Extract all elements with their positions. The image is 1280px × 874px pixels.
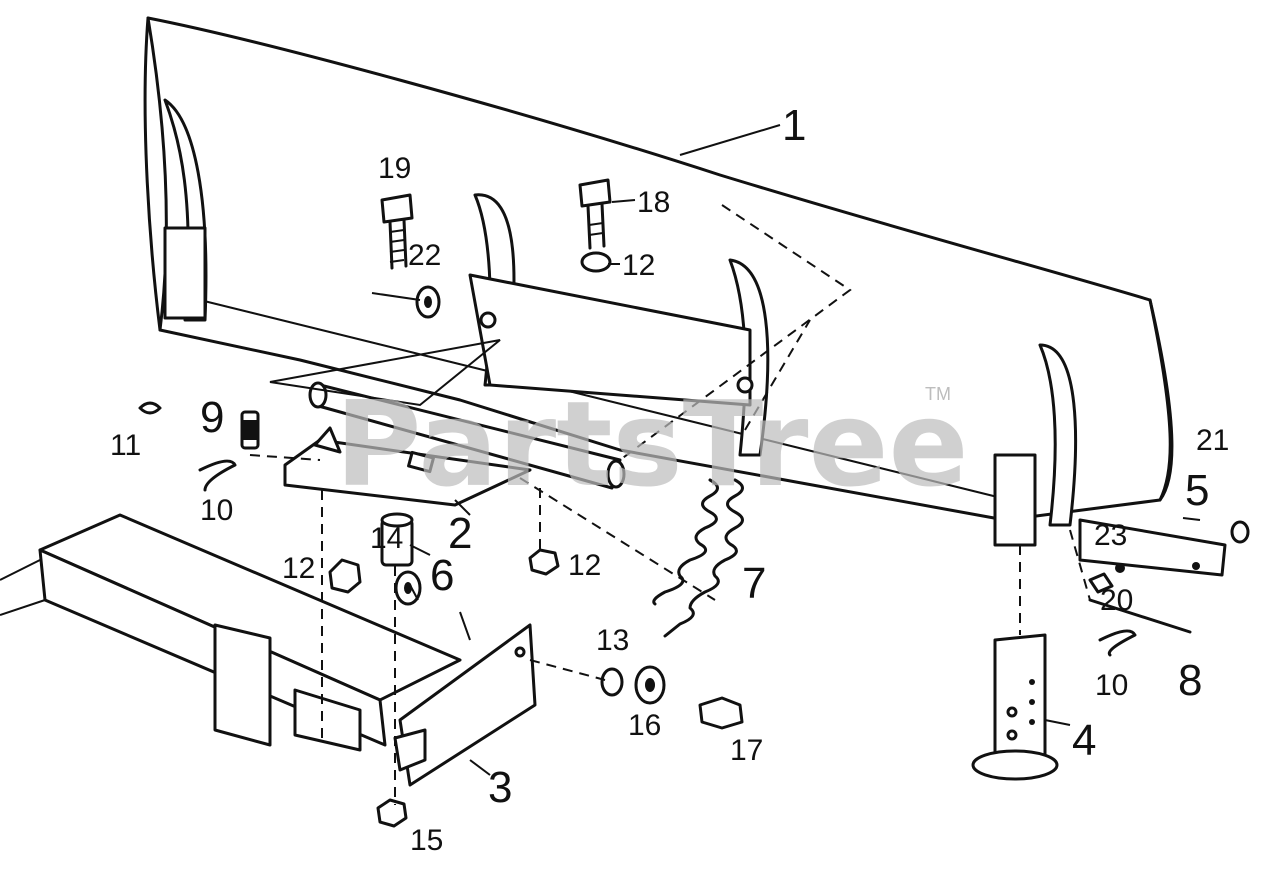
label-part-12a: 12: [622, 249, 655, 282]
label-part-10a: 10: [200, 494, 233, 527]
leader-lines: [249, 124, 1201, 805]
watermark-trademark: TM: [925, 384, 951, 404]
label-part-21: 21: [1196, 424, 1229, 457]
label-part-5: 5: [1185, 466, 1209, 515]
label-part-9: 9: [200, 393, 224, 442]
label-part-17: 17: [730, 734, 763, 767]
label-part-2: 2: [448, 509, 472, 558]
label-part-18: 18: [637, 186, 670, 219]
label-part-4: 4: [1072, 716, 1096, 765]
label-part-3: 3: [488, 763, 512, 812]
label-part-10b: 10: [1095, 669, 1128, 702]
label-part-16: 16: [628, 709, 661, 742]
label-part-20: 20: [1100, 584, 1133, 617]
label-part-12c: 12: [568, 549, 601, 582]
label-part-15: 15: [410, 824, 443, 857]
mount-frame: [0, 513, 537, 787]
label-part-19: 19: [378, 152, 411, 185]
label-part-12b: 12: [282, 552, 315, 585]
label-part-11: 11: [110, 429, 141, 462]
hardware: [138, 178, 1250, 828]
label-part-22: 22: [408, 239, 441, 272]
pivot-frame: [269, 339, 626, 507]
watermark: PartsTree TM: [335, 375, 969, 513]
label-part-6: 6: [430, 551, 454, 600]
label-part-7: 7: [742, 559, 766, 608]
label-part-13: 13: [596, 624, 629, 657]
part-labels: 1 2 3 4 5 6 7 8 9 10 10 11 12 12 12 13 1…: [110, 101, 1229, 857]
stand: [971, 633, 1059, 781]
spring: [652, 478, 744, 638]
label-part-1: 1: [782, 101, 806, 150]
watermark-text: PartsTree: [335, 375, 969, 513]
label-part-8: 8: [1178, 656, 1202, 705]
blade: [143, 16, 1227, 577]
label-part-14: 14: [370, 522, 403, 555]
label-part-23: 23: [1094, 519, 1127, 552]
